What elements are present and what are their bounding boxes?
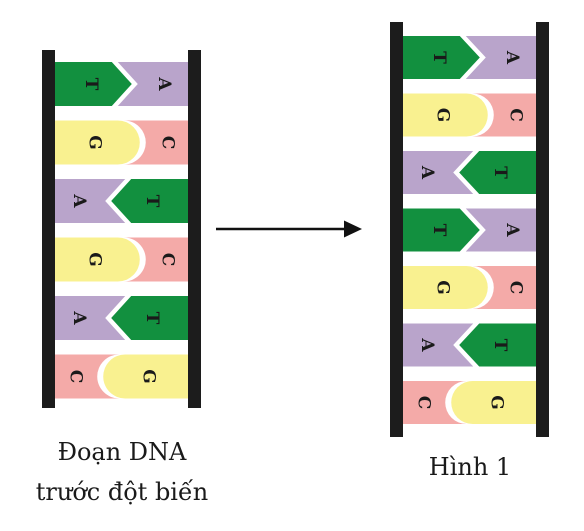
left-base-letter-right: C <box>158 136 178 150</box>
right-base-letter-right: T <box>490 339 510 352</box>
left-base-letter-left: T <box>81 78 101 91</box>
transition-arrow <box>216 220 362 238</box>
left-base-c-right <box>123 237 188 282</box>
left-base-t-right <box>111 179 188 223</box>
right-base-c-left <box>403 381 467 424</box>
right-base-a-right <box>465 36 536 79</box>
left-base-a-right <box>117 62 188 106</box>
right-base-letter-left: T <box>429 224 449 237</box>
left-caption-line1: Đoạn DNA <box>58 438 187 466</box>
right-base-g-left <box>403 93 488 137</box>
right-base-a-left <box>403 151 474 194</box>
left-base-letter-left: A <box>69 193 89 208</box>
left-base-letter-right: G <box>138 369 158 384</box>
right-base-t-right <box>459 323 536 367</box>
right-base-t-left <box>403 36 480 79</box>
right-base-a-left <box>403 323 474 367</box>
left-base-letter-right: T <box>142 312 162 325</box>
left-base-c-left <box>55 354 120 399</box>
right-base-t-left <box>403 208 480 252</box>
left-base-t-left <box>55 62 132 106</box>
right-base-g-left <box>403 266 488 309</box>
right-base-g-right <box>451 381 536 424</box>
right-base-a-right <box>465 208 536 252</box>
right-base-letter-right: A <box>502 222 522 237</box>
right-base-letter-left: G <box>433 108 453 123</box>
left-base-a-left <box>55 179 126 223</box>
right-base-t-right <box>459 151 536 194</box>
right-base-letter-left: G <box>433 280 453 295</box>
left-base-a-left <box>55 296 126 340</box>
left-base-letter-left: G <box>85 135 105 150</box>
right-base-letter-left: A <box>417 337 437 352</box>
right-base-c-right <box>472 93 536 137</box>
right-base-c-right <box>472 266 536 309</box>
right-base-letter-right: T <box>490 166 510 179</box>
right-base-letter-left: C <box>413 396 433 410</box>
left-base-letter-left: C <box>65 370 85 384</box>
left-base-g-left <box>55 237 140 282</box>
right-backbone-left <box>390 22 403 437</box>
arrow-head <box>344 220 362 238</box>
left-base-letter-right: C <box>158 253 178 267</box>
left-backbone-left <box>42 50 55 408</box>
left-caption-line2: trước đột biến <box>36 478 208 506</box>
right-base-letter-right: G <box>486 395 506 410</box>
right-base-letter-right: C <box>506 108 526 122</box>
left-base-letter-left: G <box>85 252 105 267</box>
right-base-letter-left: T <box>429 51 449 64</box>
left-base-g-left <box>55 120 140 165</box>
right-base-letter-right: C <box>506 281 526 295</box>
left-base-g-right <box>103 354 188 399</box>
left-base-letter-right: T <box>142 195 162 208</box>
left-base-c-right <box>123 120 188 165</box>
left-base-letter-right: A <box>154 76 174 91</box>
left-base-letter-left: A <box>69 310 89 325</box>
left-base-t-right <box>111 296 188 340</box>
right-caption: Hình 1 <box>429 453 511 481</box>
right-base-letter-right: A <box>502 50 522 65</box>
right-backbone-right <box>536 22 549 437</box>
left-backbone-right <box>188 50 201 408</box>
right-base-letter-left: A <box>417 165 437 180</box>
